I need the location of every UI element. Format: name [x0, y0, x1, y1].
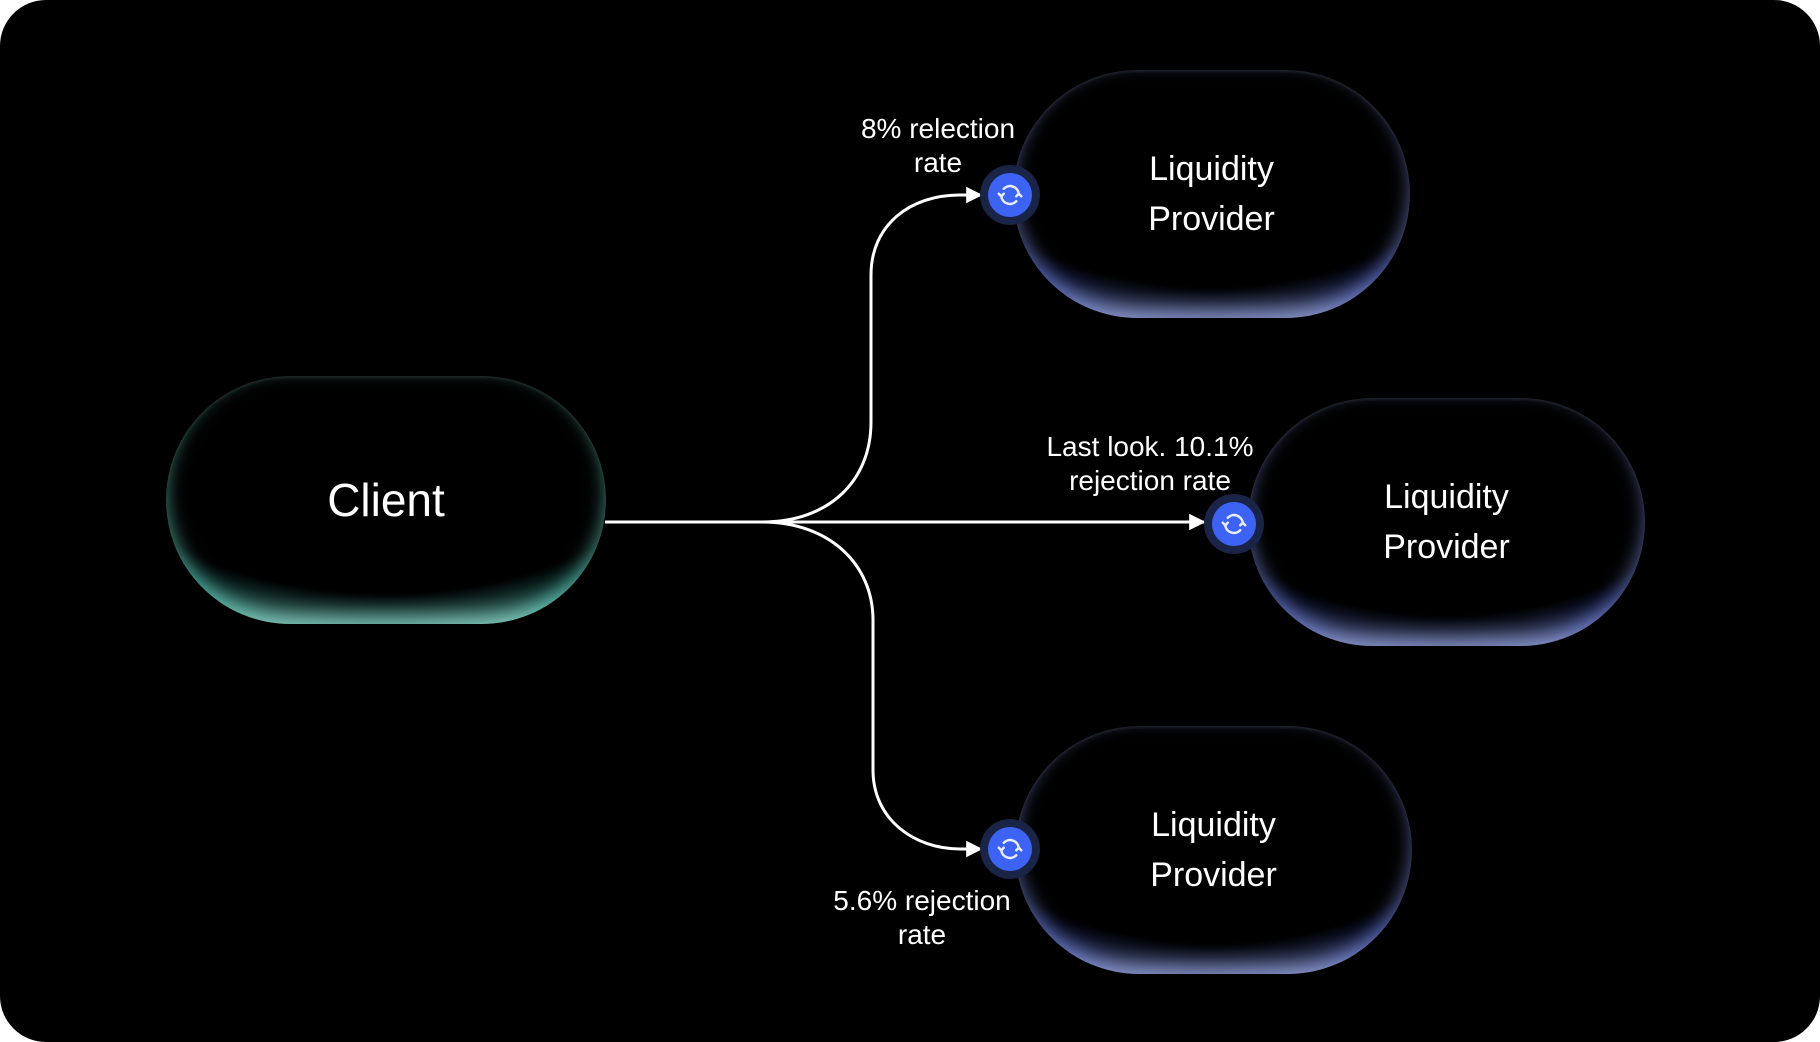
client-node-glow [166, 376, 606, 624]
refresh-icon[interactable] [980, 165, 1040, 225]
client-node[interactable]: Client [166, 376, 606, 624]
edge-label-provider-2: Last look. 10.1% rejection rate [1046, 431, 1254, 496]
provider-node-label: Liquidity Provider [1148, 150, 1275, 238]
provider-node-1[interactable]: Liquidity Provider [1013, 70, 1410, 318]
edge-label-provider-1: 8% relection rate [860, 113, 1016, 178]
provider-node-3[interactable]: Liquidity Provider [1015, 726, 1412, 974]
edge-client-to-provider-3 [761, 520, 983, 858]
provider-node-glow [1015, 726, 1412, 974]
provider-node-2[interactable]: Liquidity Provider [1248, 398, 1645, 646]
refresh-icon[interactable] [1204, 494, 1264, 554]
provider-node-glow [1248, 398, 1645, 646]
provider-node-label: Liquidity Provider [1383, 478, 1510, 566]
provider-node-glow [1013, 70, 1410, 318]
client-node-label: Client [327, 474, 445, 526]
edge-client-to-provider-1 [605, 186, 983, 524]
edge-label-provider-3: 5.6% rejection rate [833, 885, 1011, 950]
refresh-icon[interactable] [980, 819, 1040, 879]
provider-node-label: Liquidity Provider [1150, 806, 1277, 894]
